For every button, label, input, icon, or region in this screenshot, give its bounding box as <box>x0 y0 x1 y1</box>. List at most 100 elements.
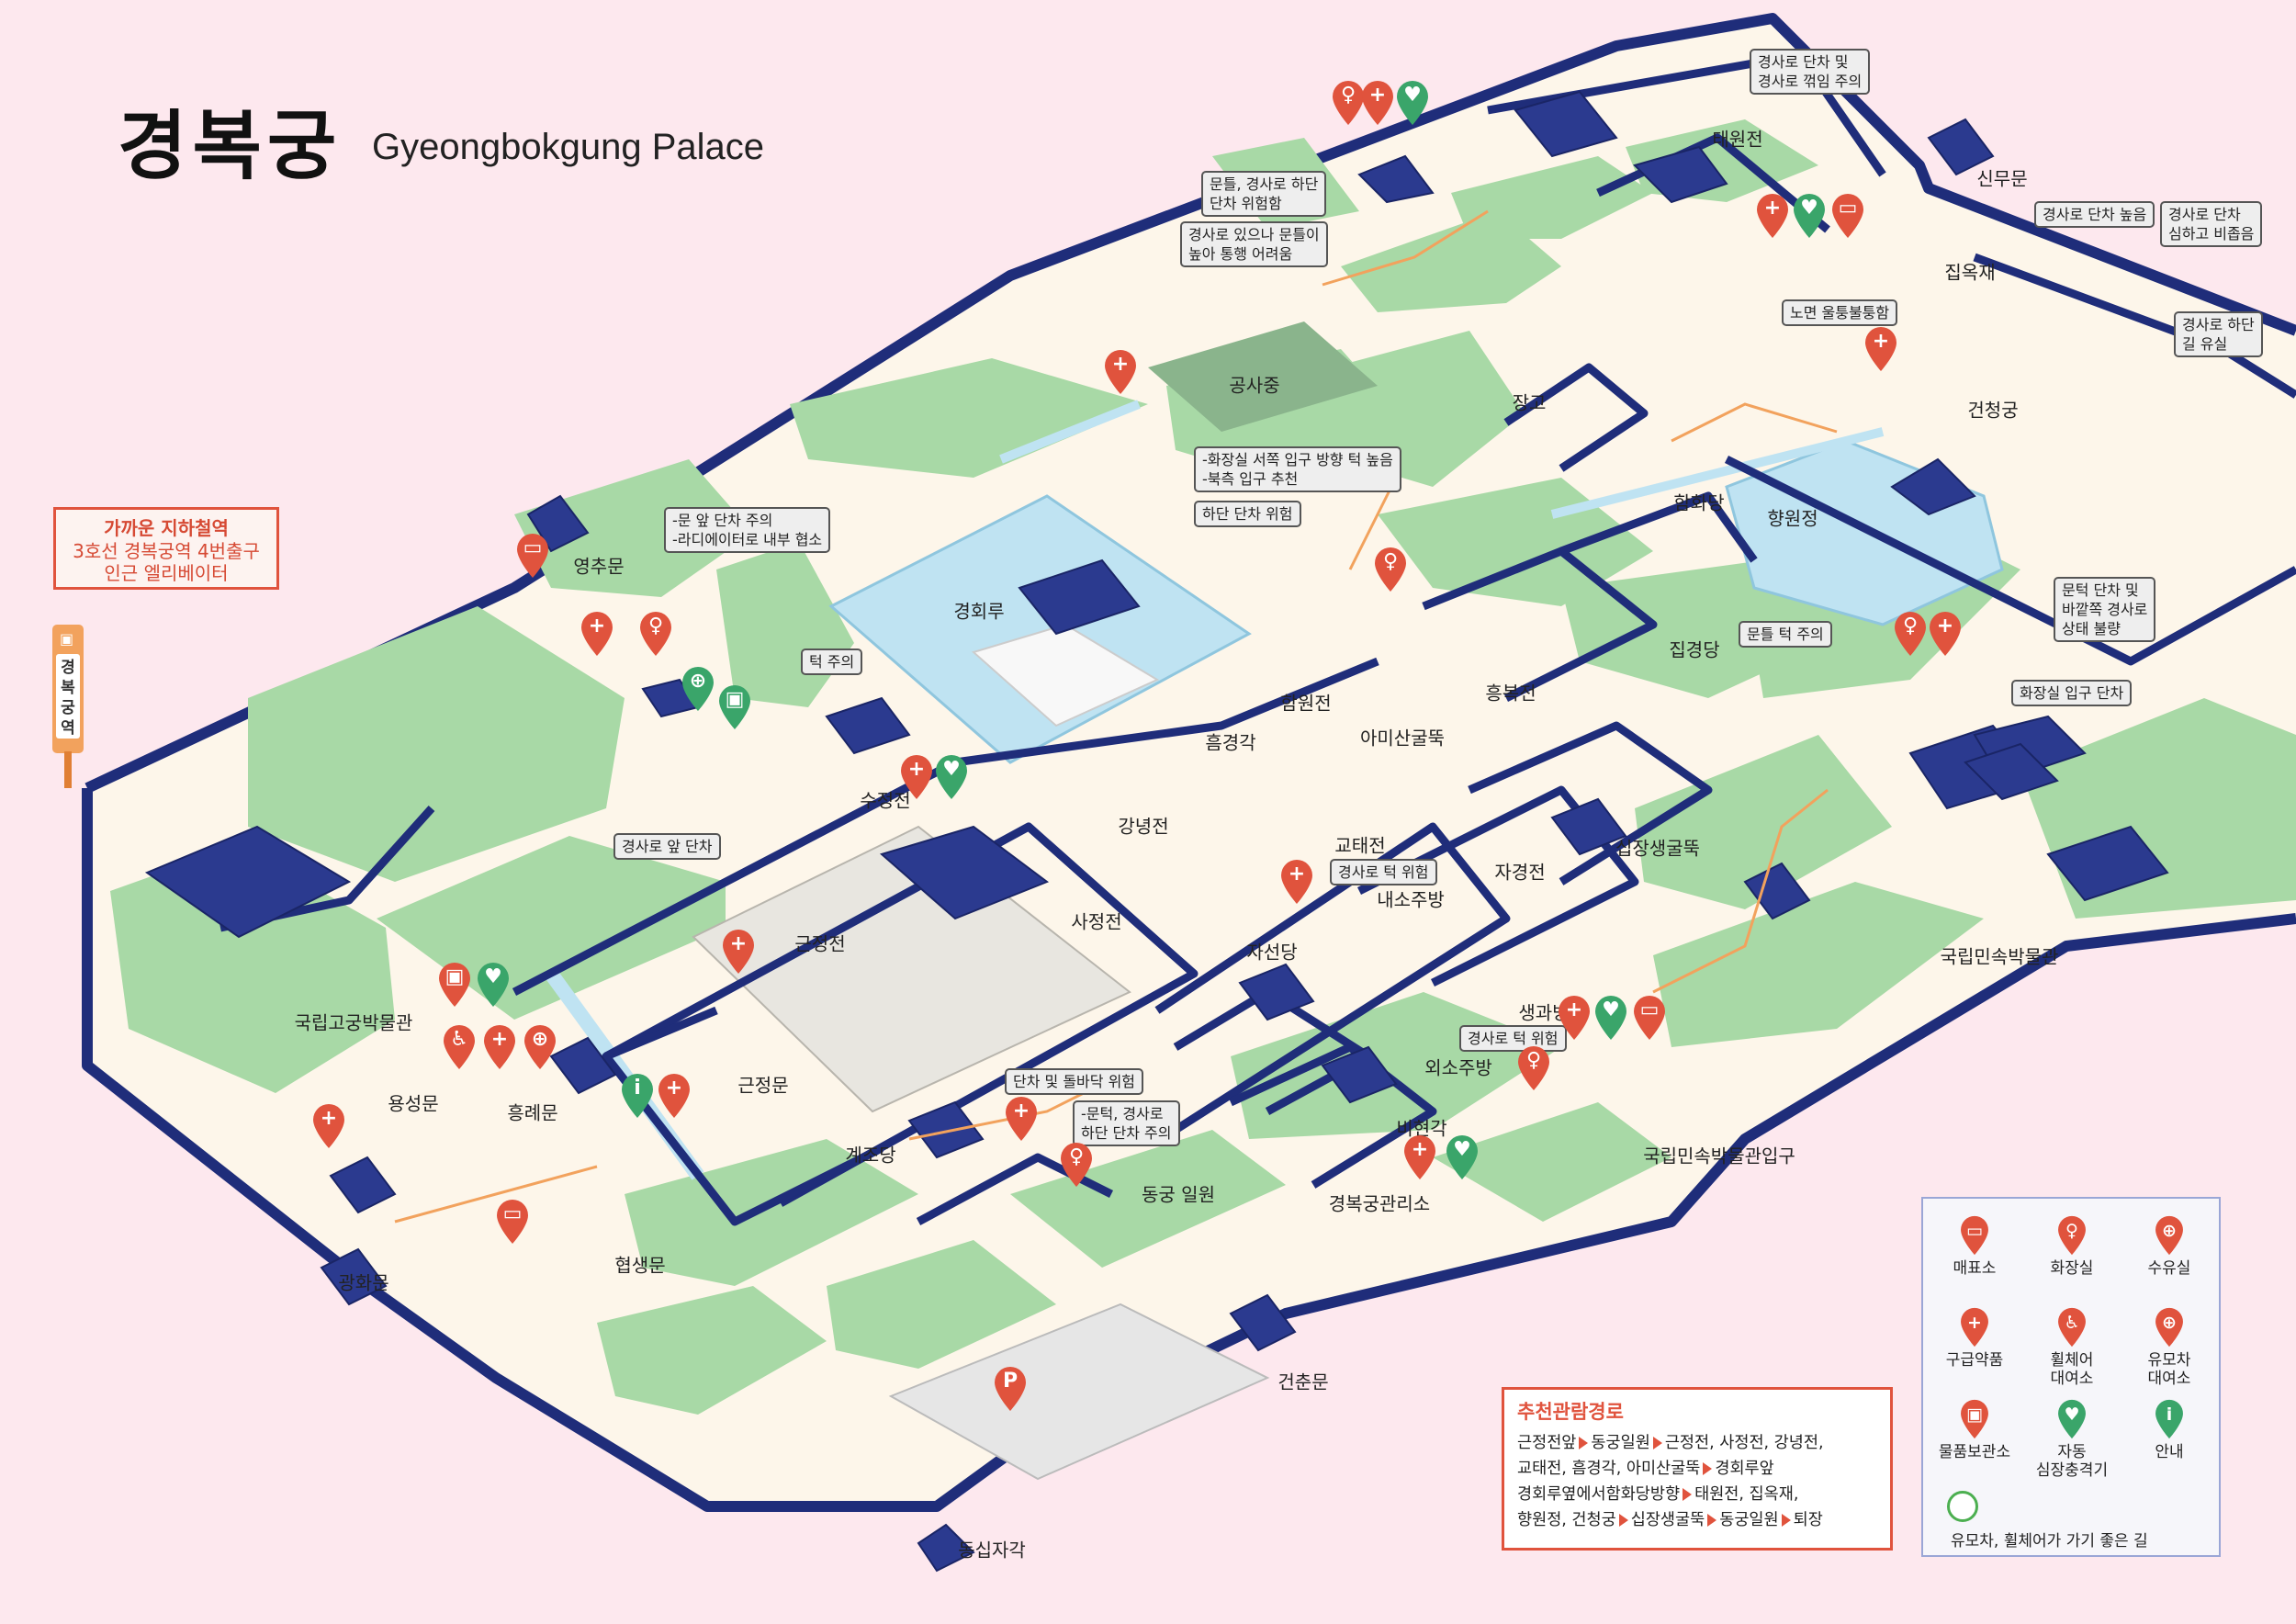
ticket-icon[interactable]: ▭ <box>1632 995 1667 1041</box>
first-aid-icon[interactable]: + <box>580 611 614 657</box>
restroom-icon[interactable]: ♀ <box>1331 80 1366 126</box>
first-aid-icon[interactable]: + <box>721 929 756 975</box>
aed-icon[interactable]: ♥ <box>1792 193 1827 239</box>
label-taewonjeon[interactable]: 태원전 <box>1712 128 1763 151</box>
first-aid-icon[interactable]: + <box>899 754 934 800</box>
first-aid-icon[interactable]: + <box>1360 80 1395 126</box>
label-office[interactable]: 경복궁관리소 <box>1328 1192 1431 1215</box>
label-geunjeongjeon[interactable]: 근정전 <box>794 932 846 955</box>
first-aid-icon[interactable]: + <box>1004 1096 1039 1142</box>
label-palace-museum[interactable]: 국립고궁박물관 <box>294 1011 413 1034</box>
label-gangnyeongjeon[interactable]: 강녕전 <box>1118 815 1169 838</box>
label-sajeongjeon[interactable]: 사정전 <box>1071 910 1122 933</box>
restroom-icon[interactable]: ♀ <box>1893 611 1928 657</box>
label-jipgyeongdang[interactable]: 집경당 <box>1669 638 1720 661</box>
info-icon[interactable]: i <box>620 1073 655 1119</box>
locker-icon[interactable]: ▣ <box>437 962 472 1008</box>
aed-icon[interactable]: ♥ <box>934 754 969 800</box>
label-dongsipjagak[interactable]: 동십자각 <box>958 1539 1026 1562</box>
stroller-icon[interactable]: ⊕ <box>681 666 715 712</box>
first-aid-icon[interactable]: + <box>1103 349 1138 395</box>
subway-line2: 인근 엘리베이터 <box>104 562 229 584</box>
label-donggung[interactable]: 동궁 일원 <box>1142 1183 1215 1206</box>
label-heungnyemun[interactable]: 흥례문 <box>507 1101 558 1124</box>
legend-route-label: 유모차, 휠체어가 가기 좋은 길 <box>1951 1532 2148 1551</box>
route-title: 추천관람경로 <box>1517 1401 1624 1423</box>
aed-icon[interactable]: ♥ <box>476 962 511 1008</box>
legend-toilet: ♀화장실 <box>2026 1215 2118 1278</box>
first-aid-icon[interactable]: + <box>657 1073 692 1119</box>
label-heumgyeonggak[interactable]: 흠경각 <box>1205 731 1256 754</box>
label-hyeopsaengmun[interactable]: 협생문 <box>614 1254 666 1277</box>
restroom-icon[interactable]: ♀ <box>1373 547 1408 592</box>
label-hamhwadang[interactable]: 함화당 <box>1673 491 1725 514</box>
sign-pole <box>64 751 72 788</box>
subway-title: 가까운 지하철역 <box>104 517 229 539</box>
label-janggo[interactable]: 장고 <box>1512 391 1547 414</box>
label-jaseondang[interactable]: 자선당 <box>1246 941 1298 964</box>
label-jibokjae[interactable]: 집옥재 <box>1944 261 1996 284</box>
restroom-icon[interactable]: ♀ <box>638 611 673 657</box>
wheelchair-icon: ♿ <box>2055 1307 2088 1348</box>
aed-icon[interactable]: ♥ <box>1593 995 1628 1041</box>
first-aid-icon[interactable]: + <box>1928 611 1963 657</box>
label-sujeongjeon[interactable]: 수정전 <box>860 789 911 812</box>
label-heungbokjeon[interactable]: 흥복전 <box>1485 682 1536 705</box>
restroom-icon[interactable]: ♀ <box>1516 1045 1551 1091</box>
ticket-icon[interactable]: ▭ <box>515 533 550 579</box>
first-aid-icon[interactable]: + <box>482 1024 517 1070</box>
aed-icon[interactable]: ♥ <box>1395 80 1430 126</box>
ticket-icon[interactable]: ▭ <box>1830 193 1865 239</box>
ticket-icon[interactable]: ▭ <box>495 1199 530 1245</box>
label-gyotaejeon[interactable]: 교태전 <box>1334 834 1386 857</box>
label-yongseongmun[interactable]: 용성문 <box>388 1092 439 1115</box>
page-title: 경복궁 <box>118 103 343 190</box>
label-sinmumun[interactable]: 신무문 <box>1976 167 2028 190</box>
first-aid-icon[interactable]: + <box>1279 859 1314 905</box>
restroom-icon[interactable]: ♀ <box>1059 1142 1094 1188</box>
first-aid-icon[interactable]: + <box>311 1103 346 1149</box>
label-yeongchumun[interactable]: 영추문 <box>573 555 625 578</box>
parking-icon[interactable]: P <box>993 1366 1028 1412</box>
label-folk-entrance[interactable]: 국립민속박물관입구 <box>1643 1145 1795 1167</box>
note-10: -문 앞 단차 주의-라디에이터로 내부 협소 <box>664 507 831 553</box>
construction-area <box>1148 321 1378 432</box>
label-jagyeongjeon[interactable]: 자경전 <box>1494 861 1546 884</box>
label-sipjangsaeng[interactable]: 십장생굴뚝 <box>1615 837 1700 860</box>
label-amisan[interactable]: 아미산굴뚝 <box>1360 727 1445 750</box>
bus-icon: ▣ <box>60 630 74 648</box>
wheelchair-icon[interactable]: ♿ <box>442 1024 477 1070</box>
aed-icon[interactable]: ♥ <box>1445 1134 1480 1180</box>
outer-wall-south <box>82 788 2296 1512</box>
label-geonchunmun[interactable]: 건춘문 <box>1277 1370 1329 1393</box>
label-oesojubang[interactable]: 외소주방 <box>1424 1056 1492 1079</box>
inner-walls <box>219 51 2296 1226</box>
label-gwanghwamun[interactable]: 광화문 <box>338 1271 389 1294</box>
label-gyeonghoeru[interactable]: 경회루 <box>953 600 1005 623</box>
first-aid-icon[interactable]: + <box>1755 193 1790 239</box>
label-gyejodang[interactable]: 계조당 <box>845 1144 896 1167</box>
nursing-room-icon: ⊕ <box>2153 1215 2186 1256</box>
first-aid-icon[interactable]: + <box>1557 995 1592 1041</box>
gyeonghoeru-roof <box>1018 558 1141 636</box>
note-9: 하단 단차 위험 <box>1194 501 1301 527</box>
label-folk-museum[interactable]: 국립민속박물관 <box>1940 945 2059 968</box>
first-aid-icon[interactable]: + <box>1863 326 1898 372</box>
label-geoncheonggung[interactable]: 건청궁 <box>1967 399 2019 422</box>
label-naesojubang[interactable]: 내소주방 <box>1377 888 1445 911</box>
first-aid-icon[interactable]: + <box>1402 1134 1437 1180</box>
first-aid-icon: + <box>1958 1307 1991 1348</box>
label-hamwonjeon[interactable]: 함원전 <box>1280 692 1332 715</box>
legend-nursing: ⊕수유실 <box>2123 1215 2215 1278</box>
locker-icon[interactable]: ▣ <box>717 684 752 730</box>
label-geunjeongmun[interactable]: 근정문 <box>737 1074 789 1097</box>
note-16: 경사로 턱 위험 <box>1330 859 1437 885</box>
label-hyangwonjeong[interactable]: 향원정 <box>1767 507 1818 530</box>
stroller-icon[interactable]: ⊕ <box>523 1024 557 1070</box>
